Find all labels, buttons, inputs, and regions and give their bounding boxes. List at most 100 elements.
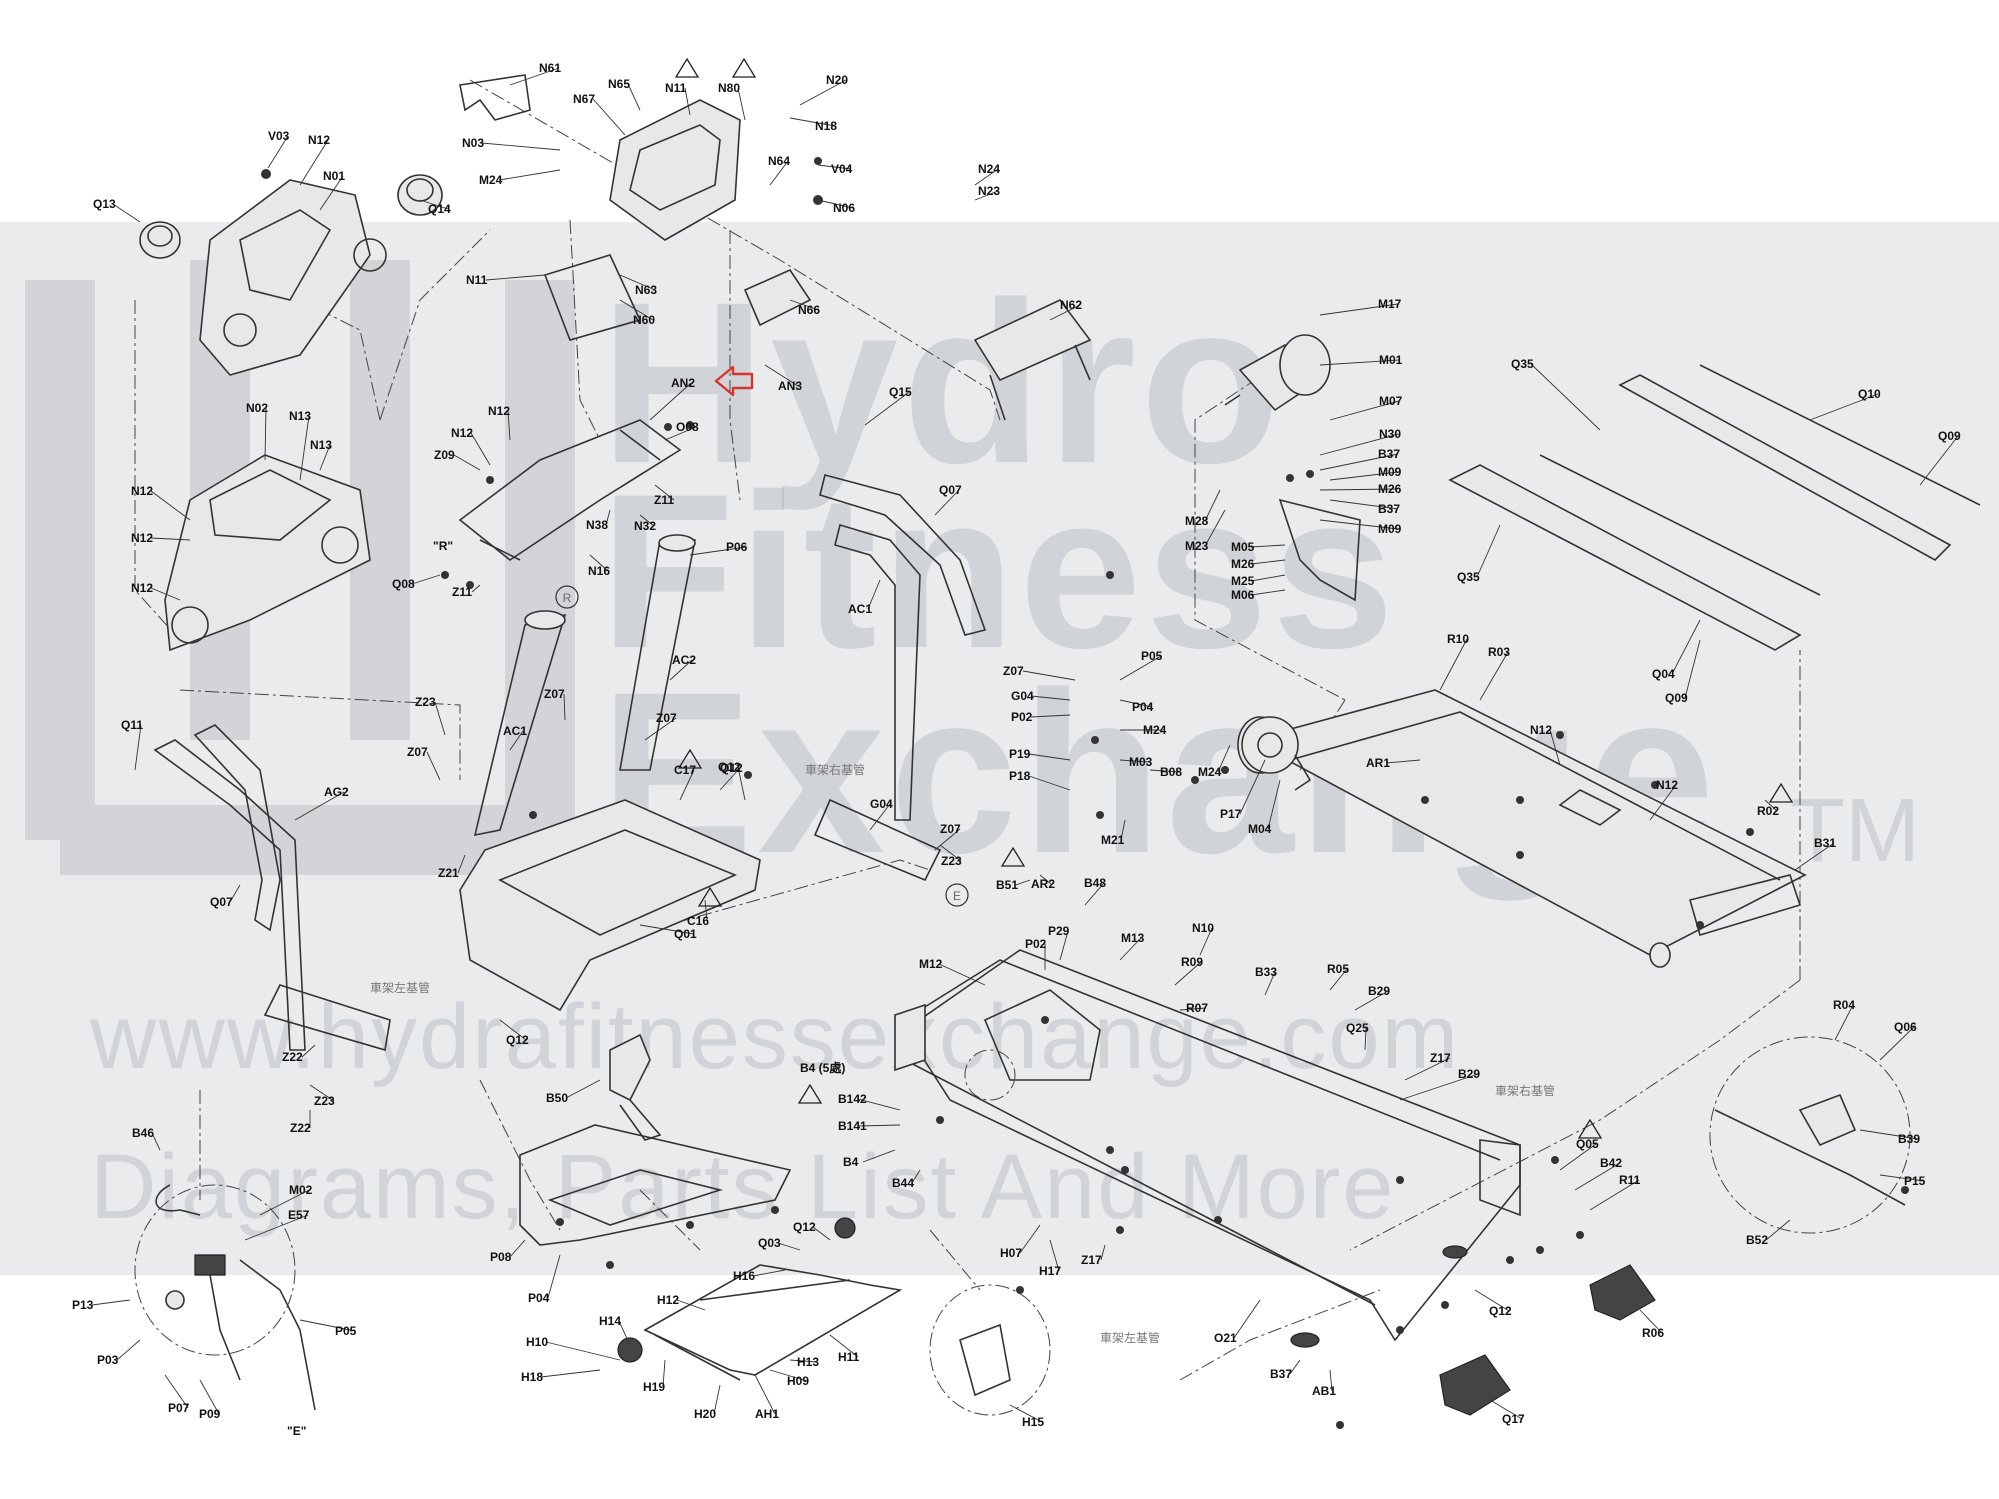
leader-line — [644, 717, 677, 741]
part-callout-n13: N13 — [289, 409, 311, 481]
part-label: AR1 — [1366, 756, 1390, 770]
leader-line — [934, 489, 960, 516]
part-callout-h09: H09 — [769, 1369, 809, 1388]
part-callout-h16: H16 — [733, 1269, 786, 1283]
safety-key-n61 — [459, 74, 531, 121]
leader-line — [411, 574, 441, 585]
part-label: Q10 — [1858, 387, 1881, 401]
part-label: M07 — [1379, 394, 1403, 408]
leader-line — [150, 490, 191, 521]
part-callout-n16: N16 — [588, 554, 610, 578]
part-callout-q12: Q12 — [1474, 1289, 1512, 1318]
part-label: Q04 — [1652, 667, 1675, 681]
part-label: Z21 — [438, 866, 459, 880]
part-callout-m26: M26 — [1319, 482, 1402, 496]
part-callout-o08: O08 — [664, 420, 699, 441]
leader-line — [1329, 1369, 1333, 1392]
part-label: V03 — [268, 129, 290, 143]
leader-line — [1250, 574, 1286, 582]
part-label: P18 — [1009, 769, 1031, 783]
part-callout-r02: R02 — [1757, 799, 1779, 818]
part-label: N60 — [633, 313, 655, 327]
cn-label-frame-left-lower: 車架左基管 — [1100, 1330, 1160, 1345]
part-label: N10 — [1192, 921, 1214, 935]
part-callout-b50: B50 — [546, 1079, 601, 1105]
part-label: N30 — [1379, 427, 1401, 441]
part-callout-q17: Q17 — [1489, 1399, 1525, 1426]
leader-line — [1319, 433, 1400, 456]
part-callout-n62: N62 — [1049, 298, 1082, 321]
part-label: Z22 — [290, 1121, 311, 1135]
part-label: Q11 — [121, 718, 143, 732]
part-callout-c16: C16 — [687, 899, 709, 928]
part-label: M05 — [1231, 540, 1255, 554]
part-callout-z11: Z11 — [654, 484, 675, 507]
part-label: B48 — [1084, 876, 1106, 890]
leader-line — [1059, 930, 1069, 961]
part-callout-m21: M21 — [1101, 819, 1126, 847]
part-callout-r03: R03 — [1479, 645, 1510, 701]
leader-line — [453, 454, 481, 471]
part-label: Q12 — [1489, 1304, 1512, 1318]
part-callout-z07: Z07 — [934, 822, 961, 851]
leader-line — [499, 1019, 527, 1041]
part-callout-ar1: AR1 — [1366, 756, 1421, 770]
part-label: R07 — [1186, 1001, 1208, 1015]
leader-line — [754, 1374, 776, 1415]
leader-line — [704, 899, 708, 922]
leader-line — [1764, 799, 1778, 812]
part-label: N13 — [310, 438, 332, 452]
part-callout-p09: P09 — [199, 1379, 221, 1421]
part-callout-m03: M03 — [1119, 755, 1153, 769]
leader-line — [299, 1319, 356, 1332]
watermark-hydro: Hydro — [600, 254, 1285, 511]
part-label: G04 — [1011, 689, 1034, 703]
leader-line — [299, 415, 310, 481]
part-label: P08 — [490, 1250, 512, 1264]
leader-line — [867, 579, 881, 610]
leader-line — [1809, 393, 1879, 421]
detail-circle-b4 — [964, 1049, 1016, 1101]
part-callout-h12: H12 — [657, 1293, 706, 1311]
part-label: N12 — [131, 531, 153, 545]
leader-line — [1119, 759, 1150, 763]
part-label: P03 — [97, 1353, 119, 1367]
part-callout-n60: N60 — [619, 299, 655, 327]
leader-line — [864, 391, 910, 426]
part-label: Q07 — [210, 895, 233, 909]
part-label: Q12 — [720, 761, 743, 775]
part-callout-z07: Z07 — [407, 745, 441, 781]
part-callout-z07: Z07 — [1003, 664, 1076, 681]
part-label: N12 — [308, 133, 330, 147]
leader-line — [547, 1254, 561, 1299]
incline-motor-m02 — [609, 1033, 662, 1141]
leader-line — [1765, 1219, 1791, 1241]
part-label: H15 — [1022, 1415, 1044, 1429]
leader-line — [1474, 1289, 1510, 1312]
part-label: H13 — [797, 1355, 819, 1369]
leader-line — [1439, 638, 1468, 691]
part-label: B42 — [1600, 1156, 1622, 1170]
leader-line — [1049, 1239, 1060, 1272]
part-callout-m02: M02 — [259, 1183, 313, 1216]
leader-line — [654, 484, 675, 501]
part-callout-e57: E57 — [244, 1208, 310, 1241]
part-callout-p04: P04 — [528, 1254, 561, 1305]
part-label: AC1 — [848, 602, 872, 616]
part-callout-r07: R07 — [1179, 1001, 1208, 1015]
leader-line — [294, 791, 345, 821]
part-callout-ac2: AC2 — [669, 653, 696, 681]
part-callout-m25: M25 — [1231, 574, 1286, 588]
part-callout-p04: P04 — [1119, 699, 1154, 714]
part-callout-b37: B37 — [1329, 499, 1400, 516]
leader-line — [713, 1384, 721, 1415]
part-callout-n12: N12 — [131, 531, 191, 545]
leader-line — [619, 274, 656, 291]
part-callout-q12: Q12 — [718, 760, 746, 801]
detail-circle-h17 — [929, 1284, 1051, 1416]
part-label: Q01 — [674, 927, 697, 941]
part-label: M21 — [1101, 833, 1125, 847]
part-label: B29 — [1368, 984, 1390, 998]
part-label: M03 — [1129, 755, 1153, 769]
pcb-n66 — [743, 268, 812, 327]
